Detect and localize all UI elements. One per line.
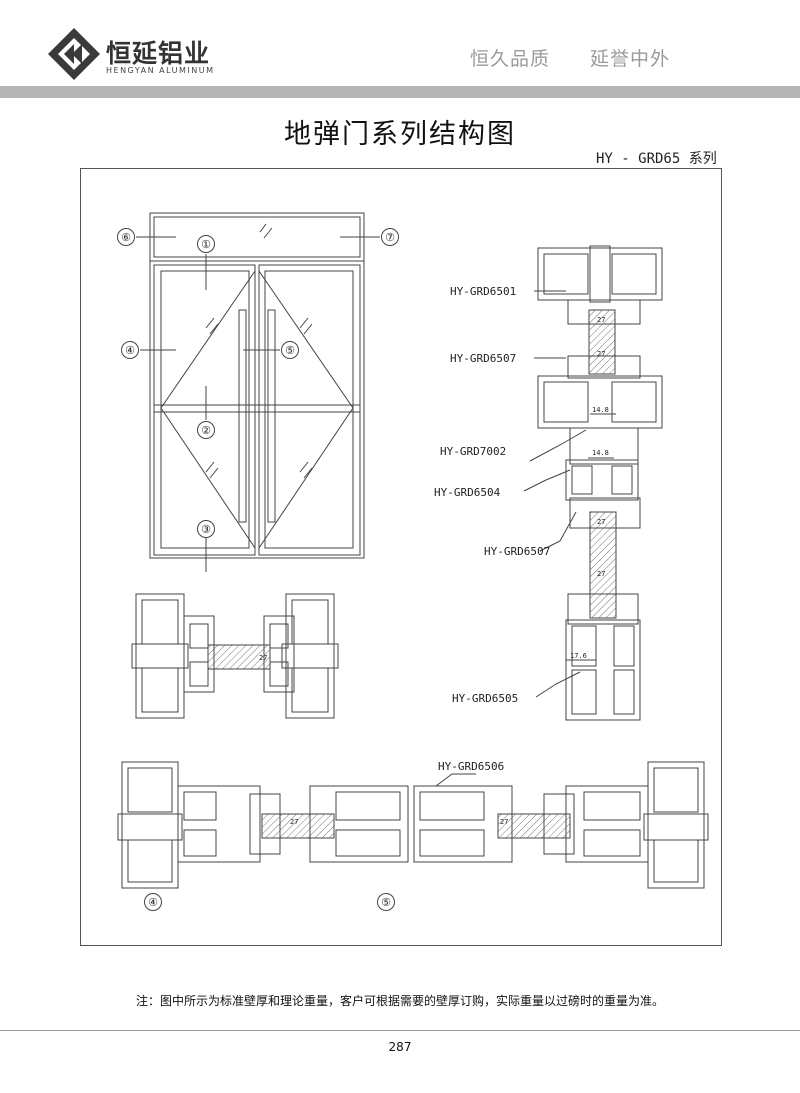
- brand-name: 恒延铝业: [106, 39, 211, 68]
- callout-3: ③: [201, 523, 211, 536]
- footnote: 注：图中所示为标准壁厚和理论重量，客户可根据需要的壁厚订购，实际重量以过磅时的重…: [135, 994, 664, 1008]
- dim-14-8-b: 14.8: [592, 449, 609, 457]
- dim-27-d: 27: [597, 570, 605, 578]
- door-elevation: [117, 212, 399, 572]
- series-label: HY - GRD65 系列: [596, 151, 717, 167]
- callout-1: ①: [201, 238, 211, 251]
- part-label-6504: HY-GRD6504: [434, 486, 501, 499]
- page-title: 地弹门系列结构图: [284, 119, 516, 150]
- vertical-section: [523, 245, 663, 721]
- brand-subtitle: HENGYAN ALUMINUM: [106, 66, 215, 75]
- slogan-left: 恒久品质: [470, 48, 551, 70]
- part-label-6505: HY-GRD6505: [452, 692, 518, 705]
- elevation-callouts: ⑥ ⑦ ① ④ ⑤ ② ③: [121, 231, 395, 536]
- part-label-6507-bottom: HY-GRD6507: [484, 545, 550, 558]
- part-label-7002: HY-GRD7002: [440, 445, 506, 458]
- callout-5: ⑤: [285, 344, 295, 357]
- part-label-6507-top: HY-GRD6507: [450, 352, 516, 365]
- dim-27-bottom-left: 27: [290, 818, 298, 826]
- vertical-section-labels: HY-GRD6501 HY-GRD6507 HY-GRD7002 HY-GRD6…: [434, 285, 550, 705]
- callout-2: ②: [201, 424, 211, 437]
- dim-27-a: 27: [597, 316, 605, 324]
- horizontal-section-middle: [131, 593, 339, 719]
- callout-bottom-4: ④: [148, 896, 158, 909]
- footer-rule: [0, 1030, 800, 1031]
- dim-27-c: 27: [597, 518, 605, 526]
- page-number: 287: [388, 1040, 412, 1054]
- vertical-dimensions: 27 27 14.8 14.8 27 27 17.6: [570, 316, 609, 660]
- horizontal-section-bottom: [117, 761, 709, 911]
- dim-27-horizontal: 27: [259, 654, 267, 662]
- part-label-6506: HY-GRD6506: [438, 760, 504, 773]
- dim-27-b: 27: [597, 350, 605, 358]
- slogan-right: 延誉中外: [590, 48, 671, 70]
- callout-bottom-5: ⑤: [381, 896, 391, 909]
- dim-14-8-a: 14.8: [592, 406, 609, 414]
- dim-17-6: 17.6: [570, 652, 587, 660]
- slogan: 恒久品质 延誉中外: [470, 44, 670, 71]
- dim-27-bottom-right: 27: [500, 818, 508, 826]
- drawing-frame: [80, 168, 722, 946]
- part-label-6501: HY-GRD6501: [450, 285, 516, 298]
- callout-7: ⑦: [385, 231, 395, 244]
- callout-4: ④: [125, 344, 135, 357]
- callout-6: ⑥: [121, 231, 131, 244]
- brand-logo: [48, 28, 100, 80]
- header-bar: [0, 86, 800, 98]
- bottom-section-labels: HY-GRD6506 27 27 ④ ⑤: [148, 760, 508, 909]
